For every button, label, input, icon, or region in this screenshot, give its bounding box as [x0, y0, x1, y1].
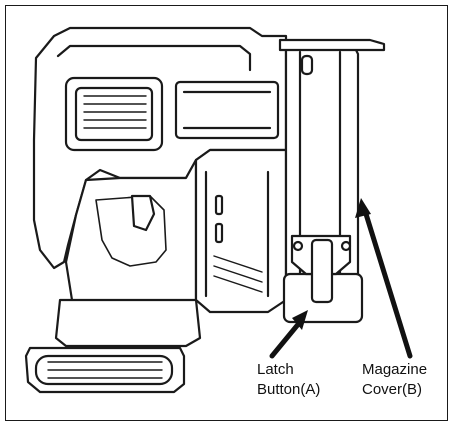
- latch-screw-right: [340, 240, 352, 252]
- latch-label-line1: Latch: [257, 361, 294, 378]
- front-body-stripes: [213, 255, 263, 293]
- magazine-top-flange: [278, 38, 386, 52]
- latch-button-label: Latch Button(A): [257, 360, 320, 400]
- latch-label-line2: Button(A): [257, 381, 321, 398]
- front-body-panel: [204, 170, 270, 298]
- magazine-arrow-shaft: [363, 211, 413, 359]
- magazine-window: [300, 54, 314, 76]
- front-body: [194, 148, 288, 314]
- latch-button: [310, 238, 334, 304]
- battery-pack: [54, 298, 202, 348]
- handle-inner-contour: [95, 195, 167, 267]
- motor-vent-slats: [83, 95, 147, 129]
- motor-vent-inner: [74, 86, 154, 142]
- magazine-label-line2: Cover(B): [362, 381, 423, 398]
- rear-housing-inner: [56, 44, 252, 72]
- trigger: [130, 194, 156, 232]
- magazine-arrow-head: [355, 198, 371, 218]
- latch-screw-left: [292, 240, 304, 252]
- magazine-cover-label: Magazine Cover(B): [362, 360, 427, 400]
- top-cover: [174, 80, 280, 140]
- handle-grip: [64, 158, 198, 320]
- top-cover-line: [182, 90, 272, 130]
- side-slot-2: [214, 222, 224, 244]
- latch-arrow-shaft: [269, 319, 303, 359]
- magazine-label-line1: Magazine: [362, 361, 428, 378]
- side-slot-1: [214, 194, 224, 216]
- latch-arrow-head: [292, 310, 308, 330]
- battery-grip-lines: [47, 361, 163, 379]
